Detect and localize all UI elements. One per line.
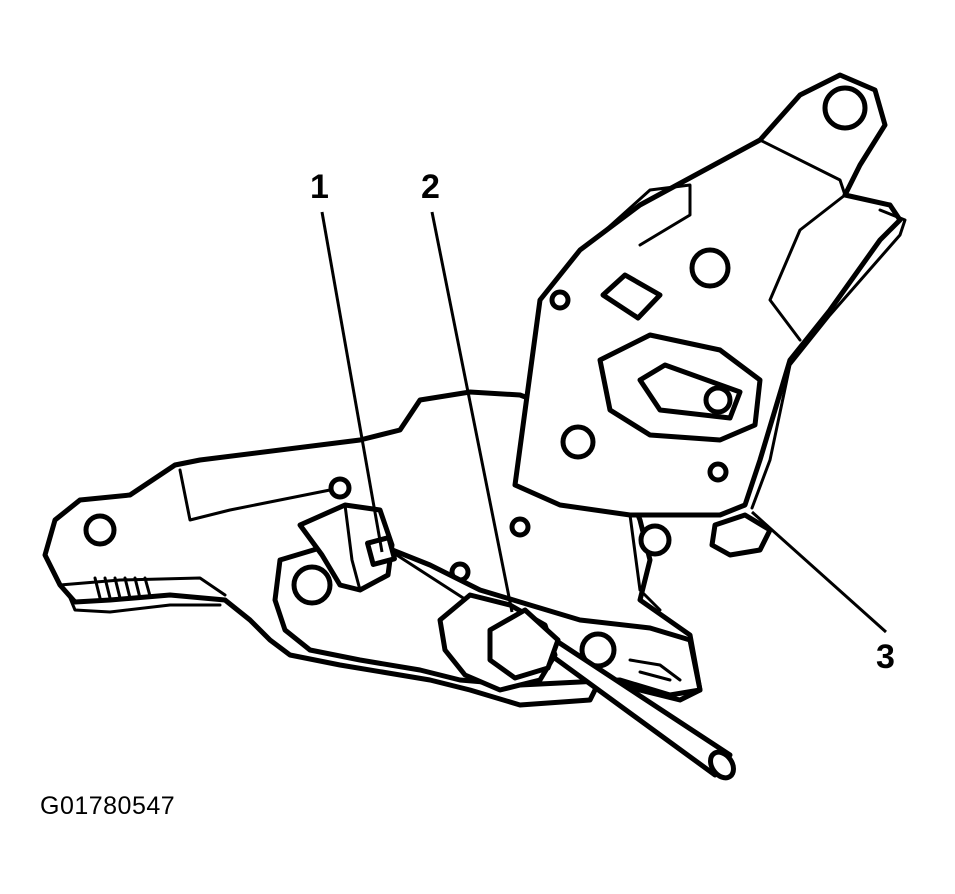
brake-cable [390, 550, 736, 781]
leader-line-3 [750, 510, 888, 634]
callout-2: 2 [421, 168, 440, 206]
cable-end-clip [297, 502, 397, 593]
leader-line-1 [320, 211, 384, 553]
leader-line-2 [430, 211, 514, 613]
bracket-hub [628, 512, 773, 612]
callout-3: 3 [876, 638, 895, 676]
callout-1: 1 [310, 168, 329, 206]
figure-id-label: G01780547 [40, 792, 176, 820]
upper-bracket [512, 72, 907, 518]
